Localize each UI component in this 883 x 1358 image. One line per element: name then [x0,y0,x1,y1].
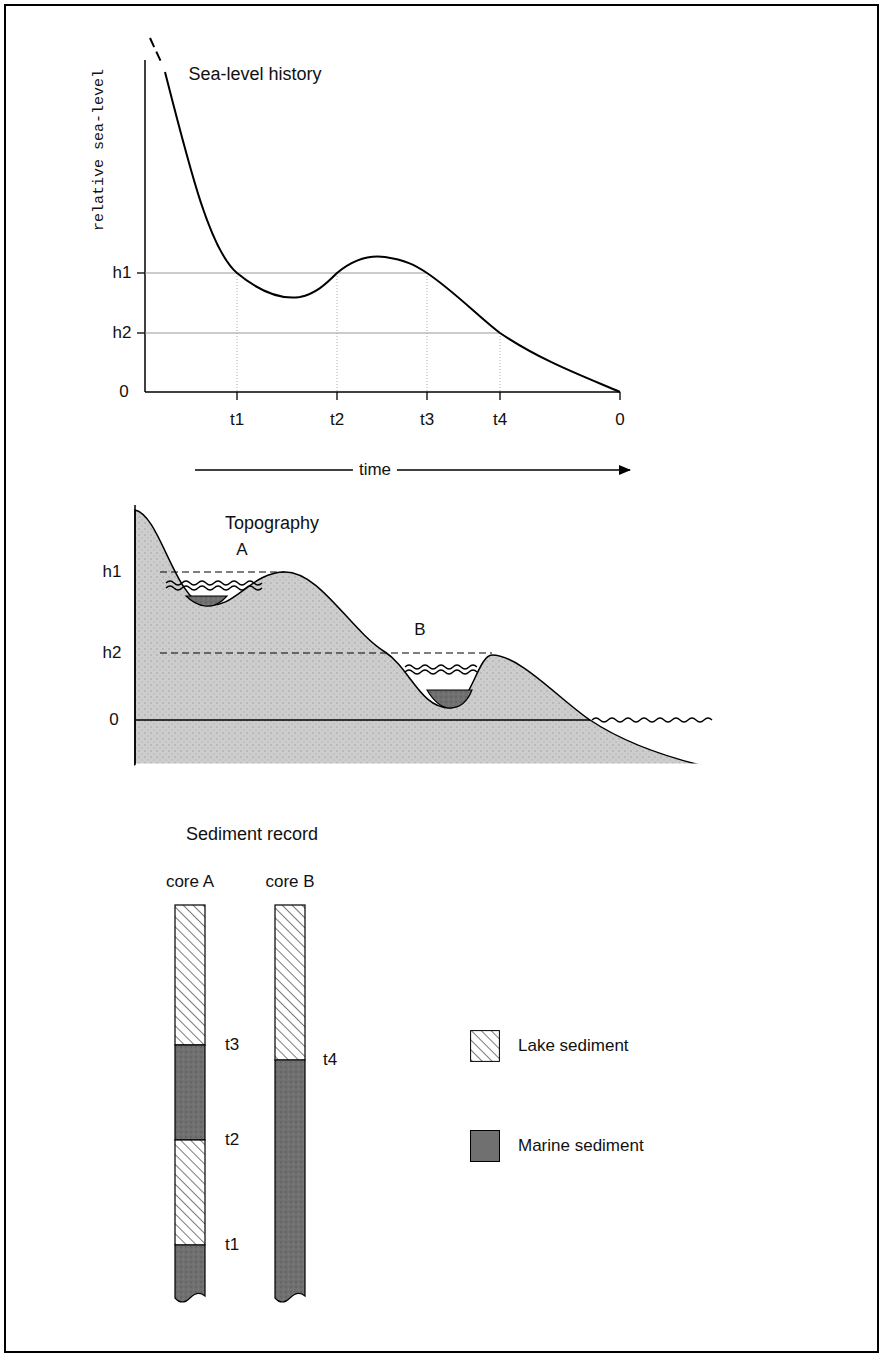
chart-title: Sea-level history [188,65,321,85]
water-surface [166,586,262,590]
level-label: 0 [109,711,118,730]
sea-level-chart [137,38,630,470]
lake-label: B [414,621,425,640]
time-marker: t2 [225,1131,239,1150]
water-surface [592,718,712,722]
axis-title: relative sea-level [92,69,109,231]
legend-text: Lake sediment [518,1037,629,1056]
axis-tick: 0 [615,411,624,430]
section-title: Sediment record [186,825,318,845]
level-label: h2 [103,644,122,663]
time-marker: t3 [225,1036,239,1055]
lake-label: A [236,541,247,560]
level-label: h1 [103,563,122,582]
axis-title: time [353,461,397,480]
axis-tick: t2 [330,411,344,430]
legend-swatch [470,1130,500,1162]
section-title: Topography [225,514,319,534]
core-label: core B [265,873,314,892]
water-surface [405,665,477,669]
axis-tick: h2 [113,324,132,343]
time-marker: t4 [323,1051,337,1070]
legend-text: Marine sediment [518,1137,644,1156]
topography-section [135,505,712,765]
sediment-cores [175,905,305,1302]
water-surface [166,581,262,585]
axis-tick: h1 [113,264,132,283]
axis-tick: t3 [420,411,434,430]
frame [5,5,878,1352]
time-marker: t1 [225,1236,239,1255]
axis-tick: t4 [493,411,507,430]
legend-swatch [470,1030,500,1062]
axis-tick: 0 [119,383,128,402]
water-surface [405,670,477,674]
core-label: core A [166,873,214,892]
axis-tick: t1 [230,411,244,430]
